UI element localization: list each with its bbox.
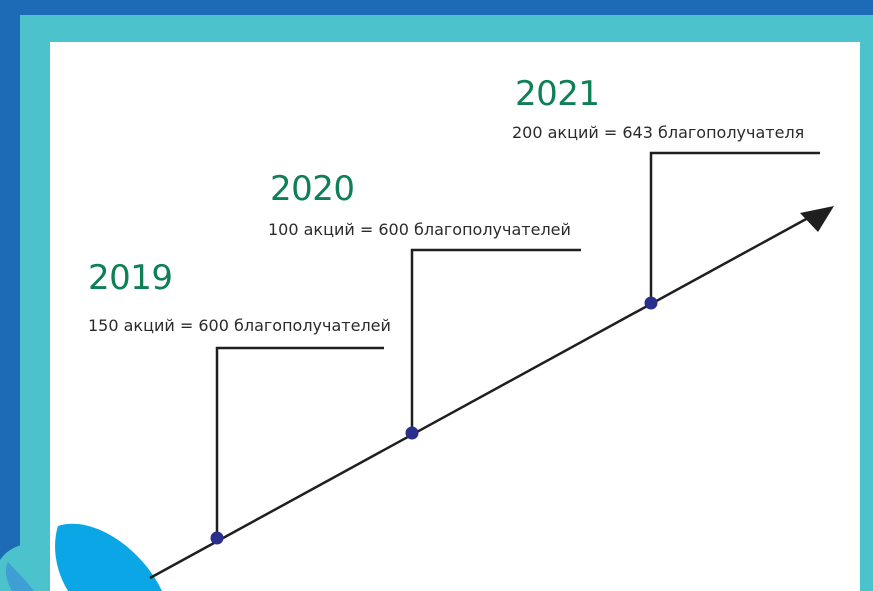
- milestone-year: 2019: [88, 258, 173, 298]
- milestone-2020: 2020 100 акций = 600 благополучателей: [268, 169, 581, 440]
- milestone-text: 100 акций = 600 благополучателей: [268, 220, 571, 239]
- milestone-2019: 2019 150 акций = 600 благополучателей: [88, 258, 391, 545]
- corner-small-leaf-shape: [5, 562, 34, 591]
- milestone-year: 2021: [515, 74, 600, 114]
- milestone-2021: 2021 200 акций = 643 благополучателя: [512, 74, 820, 310]
- milestone-dot: [644, 296, 658, 310]
- milestone-connector: [649, 151, 820, 303]
- timeline-axis-line: [149, 216, 809, 580]
- milestone-text: 200 акций = 643 благополучателя: [512, 123, 804, 142]
- milestone-text: 150 акций = 600 благополучателей: [88, 316, 391, 335]
- milestone-dot: [210, 531, 224, 545]
- content-panel: [50, 42, 860, 591]
- milestone-year: 2020: [270, 169, 355, 209]
- timeline-arrowhead: [800, 206, 834, 232]
- milestone-connector: [410, 248, 581, 433]
- milestone-dot: [405, 426, 419, 440]
- corner-blue-leaf-shape: [55, 523, 163, 591]
- milestone-connector: [215, 346, 384, 538]
